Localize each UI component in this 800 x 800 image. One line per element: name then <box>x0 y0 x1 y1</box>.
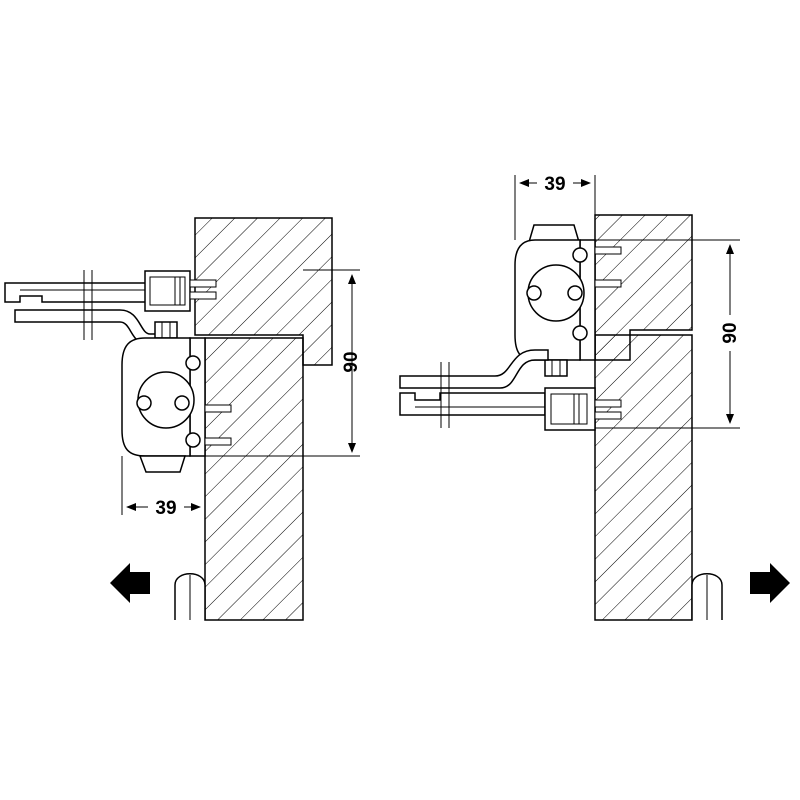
left-width-dim-label: 39 <box>155 498 176 519</box>
arrow-left-icon <box>110 563 150 603</box>
right-door-leaf <box>594 334 693 621</box>
right-closer-body <box>514 224 622 361</box>
right-height-dim-label: 90 <box>720 322 741 343</box>
arrow-right-icon <box>750 563 790 603</box>
right-height-dimension: 90 <box>595 239 742 429</box>
right-arm-assembly <box>399 349 622 431</box>
right-view: 39 90 <box>399 171 790 621</box>
left-closer-body <box>121 337 232 473</box>
left-height-dim-label: 90 <box>341 351 362 372</box>
right-width-dimension: 39 <box>514 171 596 240</box>
left-width-dimension: 39 <box>121 456 201 519</box>
left-view: 90 39 <box>4 217 362 621</box>
left-height-dimension: 90 <box>205 269 362 457</box>
left-door-leaf <box>204 337 304 621</box>
right-width-dim-label: 39 <box>544 174 565 195</box>
left-arm-assembly <box>4 270 217 346</box>
